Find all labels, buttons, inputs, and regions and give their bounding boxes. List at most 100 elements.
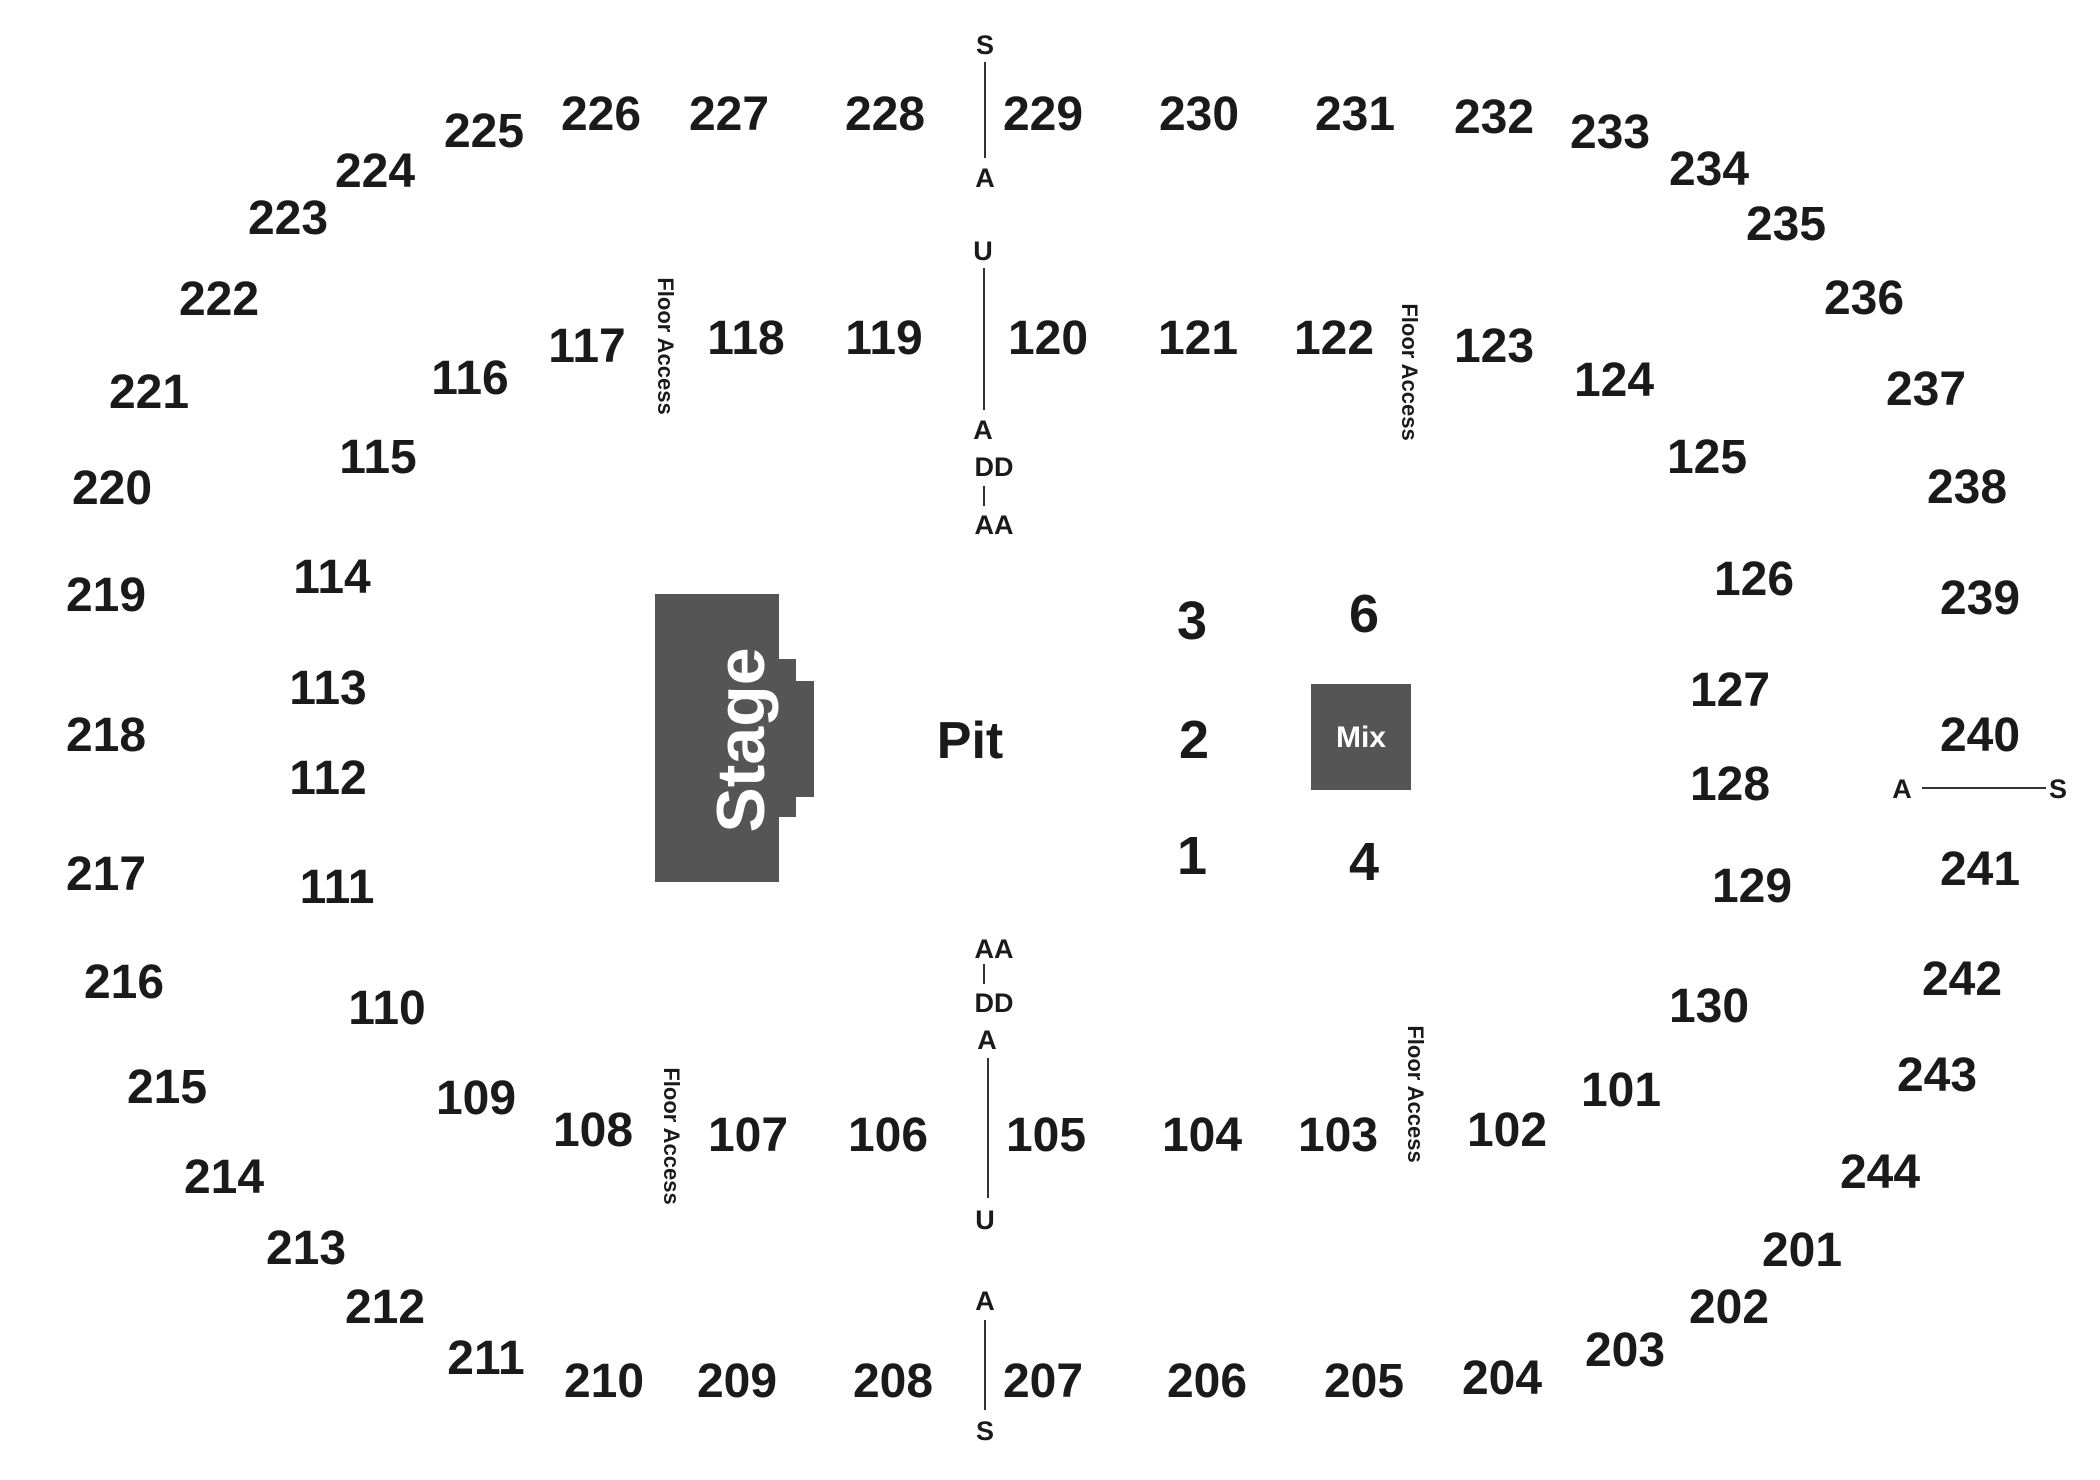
section-242[interactable]: 242 [1922, 953, 2002, 1006]
section-110[interactable]: 110 [348, 982, 425, 1035]
floor-access-label: Floor Access [1403, 1025, 1428, 1162]
section-129[interactable]: 129 [1712, 860, 1792, 913]
section-118[interactable]: 118 [707, 312, 784, 365]
section-101[interactable]: 101 [1581, 1064, 1661, 1117]
section-104[interactable]: 104 [1162, 1109, 1242, 1162]
section-241[interactable]: 241 [1940, 843, 2020, 896]
section-floor-2[interactable]: 2 [1179, 710, 1209, 770]
section-108[interactable]: 108 [553, 1104, 633, 1157]
row-label: A [1892, 774, 1912, 804]
section-234[interactable]: 234 [1669, 143, 1749, 196]
section-208[interactable]: 208 [853, 1355, 933, 1408]
section-201[interactable]: 201 [1762, 1224, 1842, 1277]
row-label: A [975, 163, 995, 193]
mix-label: Mix [1336, 721, 1386, 754]
row-label: AA [975, 510, 1014, 540]
pit-label[interactable]: Pit [937, 712, 1003, 770]
section-229[interactable]: 229 [1003, 88, 1083, 141]
section-209[interactable]: 209 [697, 1355, 777, 1408]
section-109[interactable]: 109 [436, 1072, 516, 1125]
section-102[interactable]: 102 [1467, 1104, 1547, 1157]
section-217[interactable]: 217 [66, 848, 146, 901]
section-floor-6[interactable]: 6 [1349, 584, 1379, 644]
section-103[interactable]: 103 [1298, 1109, 1378, 1162]
section-218[interactable]: 218 [66, 709, 146, 762]
section-215[interactable]: 215 [127, 1061, 207, 1114]
row-label: A [975, 1286, 995, 1316]
section-112[interactable]: 112 [289, 752, 366, 805]
row-label: U [973, 236, 993, 266]
section-222[interactable]: 222 [179, 273, 259, 326]
section-221[interactable]: 221 [109, 366, 189, 419]
section-121[interactable]: 121 [1158, 312, 1238, 365]
section-237[interactable]: 237 [1886, 363, 1966, 416]
section-107[interactable]: 107 [708, 1109, 788, 1162]
section-105[interactable]: 105 [1006, 1109, 1086, 1162]
section-236[interactable]: 236 [1824, 272, 1904, 325]
section-130[interactable]: 130 [1669, 980, 1749, 1033]
section-203[interactable]: 203 [1585, 1324, 1665, 1377]
section-230[interactable]: 230 [1159, 88, 1239, 141]
section-224[interactable]: 224 [335, 145, 415, 198]
section-120[interactable]: 120 [1008, 312, 1088, 365]
section-114[interactable]: 114 [293, 551, 371, 604]
section-floor-4[interactable]: 4 [1349, 832, 1379, 892]
row-markers-bottom: AA DD A U A S [975, 934, 1014, 1446]
section-204[interactable]: 204 [1462, 1352, 1542, 1405]
section-219[interactable]: 219 [66, 569, 146, 622]
section-floor-3[interactable]: 3 [1177, 591, 1207, 651]
section-239[interactable]: 239 [1940, 572, 2020, 625]
section-floor-1[interactable]: 1 [1177, 826, 1207, 886]
section-113[interactable]: 113 [289, 662, 366, 715]
section-228[interactable]: 228 [845, 88, 925, 141]
section-227[interactable]: 227 [689, 88, 769, 141]
section-226[interactable]: 226 [561, 88, 641, 141]
section-117[interactable]: 117 [548, 320, 625, 373]
section-123[interactable]: 123 [1454, 320, 1534, 373]
row-markers-right: A S [1892, 774, 2067, 804]
section-116[interactable]: 116 [431, 352, 508, 405]
section-214[interactable]: 214 [184, 1151, 264, 1204]
row-label: A [977, 1025, 997, 1055]
floor-access-label: Floor Access [1397, 303, 1422, 440]
section-202[interactable]: 202 [1689, 1281, 1769, 1334]
row-label: S [2049, 774, 2067, 804]
section-243[interactable]: 243 [1897, 1049, 1977, 1102]
stage-label: Stage [703, 647, 779, 832]
section-213[interactable]: 213 [266, 1222, 346, 1275]
section-207[interactable]: 207 [1003, 1355, 1083, 1408]
section-126[interactable]: 126 [1714, 553, 1794, 606]
section-233[interactable]: 233 [1570, 106, 1650, 159]
section-244[interactable]: 244 [1840, 1146, 1920, 1199]
section-119[interactable]: 119 [845, 312, 922, 365]
section-124[interactable]: 124 [1574, 354, 1654, 407]
section-211[interactable]: 211 [447, 1332, 524, 1385]
section-223[interactable]: 223 [248, 192, 328, 245]
section-106[interactable]: 106 [848, 1109, 928, 1162]
section-216[interactable]: 216 [84, 956, 164, 1009]
section-232[interactable]: 232 [1454, 91, 1534, 144]
section-127[interactable]: 127 [1690, 664, 1770, 717]
section-128[interactable]: 128 [1690, 758, 1770, 811]
row-markers-top: S A U A DD AA [973, 30, 1013, 540]
section-220[interactable]: 220 [72, 462, 152, 515]
section-235[interactable]: 235 [1746, 198, 1826, 251]
section-238[interactable]: 238 [1927, 461, 2007, 514]
section-125[interactable]: 125 [1667, 431, 1747, 484]
section-115[interactable]: 115 [339, 431, 416, 484]
row-label: A [973, 415, 993, 445]
section-206[interactable]: 206 [1167, 1355, 1247, 1408]
row-label: AA [975, 934, 1014, 964]
section-205[interactable]: 205 [1324, 1355, 1404, 1408]
section-210[interactable]: 210 [564, 1355, 644, 1408]
section-212[interactable]: 212 [345, 1281, 425, 1334]
section-240[interactable]: 240 [1940, 709, 2020, 762]
row-label: DD [975, 452, 1014, 482]
section-122[interactable]: 122 [1294, 312, 1374, 365]
stage[interactable]: Stage [655, 594, 814, 882]
section-111[interactable]: 111 [300, 861, 375, 914]
section-231[interactable]: 231 [1315, 88, 1395, 141]
section-225[interactable]: 225 [444, 105, 524, 158]
floor-access-label: Floor Access [653, 277, 678, 414]
